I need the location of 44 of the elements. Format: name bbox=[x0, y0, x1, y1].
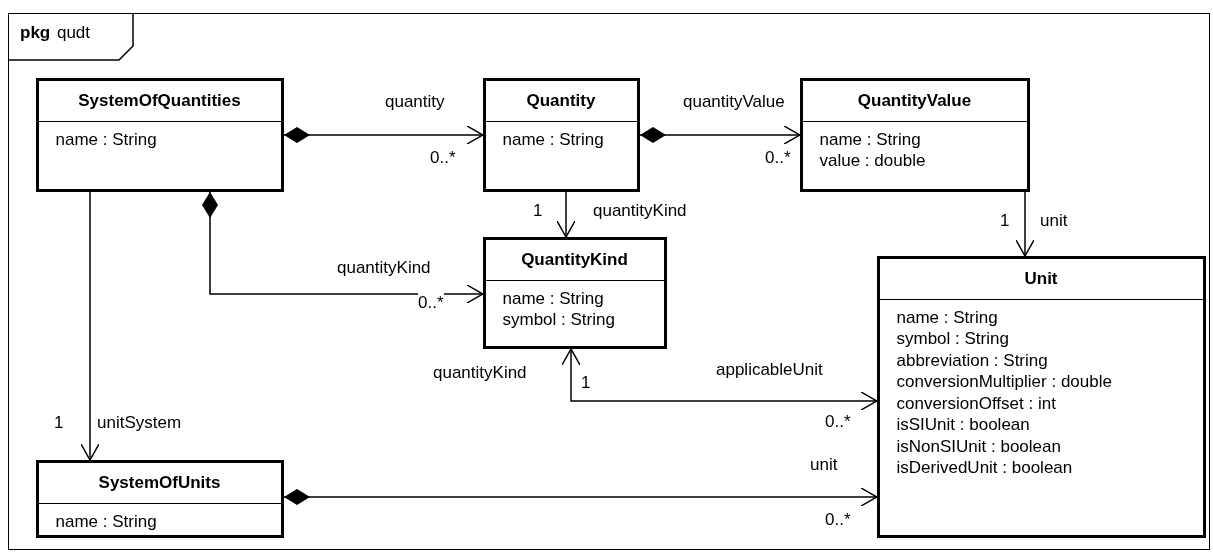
attribute: name : String bbox=[55, 510, 157, 532]
attribute: conversionOffset : int bbox=[896, 392, 1056, 414]
class-name: QuantityValue bbox=[857, 90, 972, 111]
class-name: SystemOfQuantities bbox=[78, 90, 241, 111]
role-name: quantityKind bbox=[593, 201, 687, 221]
attribute: name : String bbox=[502, 128, 604, 150]
attribute: name : String bbox=[55, 128, 157, 150]
class-box bbox=[876, 255, 1206, 538]
role-name: quantityValue bbox=[683, 92, 785, 112]
attribute: symbol : String bbox=[896, 328, 1009, 350]
composition-arrow bbox=[202, 191, 484, 304]
role-name: applicableUnit bbox=[716, 360, 823, 380]
class-box bbox=[35, 77, 284, 192]
class-box bbox=[35, 459, 284, 538]
attribute: isSIUnit : boolean bbox=[896, 414, 1030, 436]
class-box bbox=[799, 77, 1030, 192]
association-arrow bbox=[1015, 191, 1035, 257]
association-arrow bbox=[80, 191, 100, 461]
attribute: name : String bbox=[896, 306, 998, 328]
attribute: name : String bbox=[502, 287, 604, 309]
association-arrow bbox=[561, 348, 878, 411]
composition-arrow bbox=[639, 125, 801, 145]
attribute: isNonSIUnit : boolean bbox=[896, 435, 1061, 457]
attribute: abbreviation : String bbox=[896, 349, 1048, 371]
role-name: quantityKind bbox=[433, 363, 527, 383]
role-name: quantity bbox=[385, 92, 445, 112]
class-name: QuantityKind bbox=[521, 249, 628, 270]
attribute: isDerivedUnit : boolean bbox=[896, 457, 1073, 479]
class-name: Quantity bbox=[526, 90, 596, 111]
attribute: conversionMultiplier : double bbox=[896, 371, 1112, 393]
class-name: SystemOfUnits bbox=[98, 472, 221, 493]
attribute: name : String bbox=[819, 128, 921, 150]
composition-arrow bbox=[283, 125, 484, 145]
class-box bbox=[482, 236, 667, 349]
role-name: unitSystem bbox=[97, 413, 182, 433]
class-box bbox=[482, 77, 640, 192]
package-frame bbox=[8, 13, 1210, 550]
role-name: quantityKind bbox=[337, 258, 431, 278]
attribute: value : double bbox=[819, 150, 926, 172]
association-arrow bbox=[556, 191, 576, 238]
class-name: Unit bbox=[1024, 268, 1058, 289]
package-label: pkg qudt bbox=[9, 14, 133, 61]
composition-arrow bbox=[283, 487, 878, 507]
attribute: symbol : String bbox=[502, 309, 615, 331]
